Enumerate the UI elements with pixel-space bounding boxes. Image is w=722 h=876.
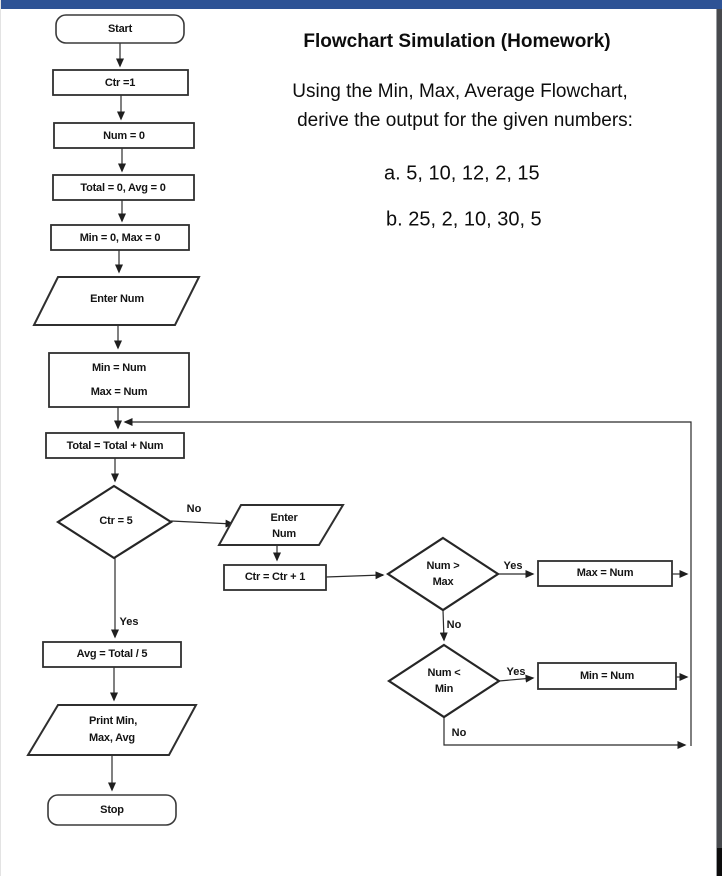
num-gt-max-label-line1: Num > xyxy=(426,560,460,572)
num-lt-min-label-line1: Num < xyxy=(427,667,461,679)
enter-num2-parallelogram xyxy=(217,504,345,546)
window-edge-strip-bottom xyxy=(717,848,722,876)
instruction-line1: Using the Min, Max, Average Flowchart, xyxy=(292,81,628,102)
max-assign1-label: Max = Num xyxy=(90,386,148,398)
num-gt-max-diamond xyxy=(385,536,501,612)
min-max-assign-box xyxy=(48,352,190,408)
arrow-min-no xyxy=(443,717,687,749)
print-parallelogram xyxy=(26,704,198,756)
ctr-increment-label: Ctr = Ctr + 1 xyxy=(244,571,306,583)
total-update-label: Total = Total + Num xyxy=(66,440,164,452)
min-assign-label: Min = Num xyxy=(579,670,635,682)
max-assign-label: Max = Num xyxy=(576,567,634,579)
num-init-label: Num = 0 xyxy=(103,130,145,142)
avg-calc-label: Avg = Total / 5 xyxy=(76,648,148,660)
min-assign-box xyxy=(537,662,677,690)
flowchart-connectors xyxy=(108,43,692,792)
ctr-increment-box xyxy=(223,564,327,591)
ctr-init-label: Ctr =1 xyxy=(104,77,136,89)
ctr-no-label: No xyxy=(186,503,202,515)
num-gt-max-label-line2: Max xyxy=(432,576,454,588)
min-no-label: No xyxy=(451,727,467,739)
num-lt-min-diamond xyxy=(386,643,502,719)
start-terminator xyxy=(55,14,185,44)
instruction-line2: derive the output for the given numbers: xyxy=(297,110,633,131)
stop-terminator xyxy=(47,794,177,826)
avg-calc-box xyxy=(42,641,182,668)
ctr-check-diamond xyxy=(55,484,174,560)
num-lt-min-label-line2: Min xyxy=(434,683,454,695)
min-max-init-box xyxy=(50,224,190,251)
print-label-line1: Print Min, xyxy=(88,715,138,727)
page-title: Flowchart Simulation (Homework) xyxy=(303,31,611,52)
enter-num-parallelogram xyxy=(32,276,201,326)
enter-num-label: Enter Num xyxy=(90,293,144,305)
max-yes-label: Yes xyxy=(503,560,523,572)
max-no-label: No xyxy=(446,619,462,631)
given-numbers-b: b. 25, 2, 10, 30, 5 xyxy=(386,208,542,231)
window-edge-strip xyxy=(716,9,722,876)
loop-back-line xyxy=(123,418,692,746)
total-update-box xyxy=(45,432,185,459)
num-init-box xyxy=(53,122,195,149)
ctr-check-label: Ctr = 5 xyxy=(99,515,133,527)
flowchart-shapes xyxy=(26,14,677,826)
arrow-min-yes xyxy=(498,674,535,683)
enter-num2-label-line1: Enter xyxy=(270,512,298,524)
arrow-ctr-no xyxy=(170,519,235,528)
start-label: Start xyxy=(107,23,133,35)
ctr-yes-label: Yes xyxy=(119,616,139,628)
min-max-init-label: Min = 0, Max = 0 xyxy=(79,232,161,244)
total-avg-init-label: Total = 0, Avg = 0 xyxy=(80,182,166,194)
enter-num2-label-line2: Num xyxy=(272,528,296,540)
window-top-bar xyxy=(1,0,722,9)
min-assign1-label: Min = Num xyxy=(91,362,147,374)
stop-label: Stop xyxy=(100,804,124,816)
arrow-max-no xyxy=(439,609,448,642)
given-numbers-a: a. 5, 10, 12, 2, 15 xyxy=(384,162,540,185)
print-label-line2: Max, Avg xyxy=(89,732,135,744)
max-assign-box xyxy=(537,560,673,587)
ctr-init-box xyxy=(52,69,189,96)
total-avg-init-box xyxy=(52,174,195,201)
arrow-incr-to-maxcheck xyxy=(325,571,385,580)
min-yes-label: Yes xyxy=(506,666,526,678)
